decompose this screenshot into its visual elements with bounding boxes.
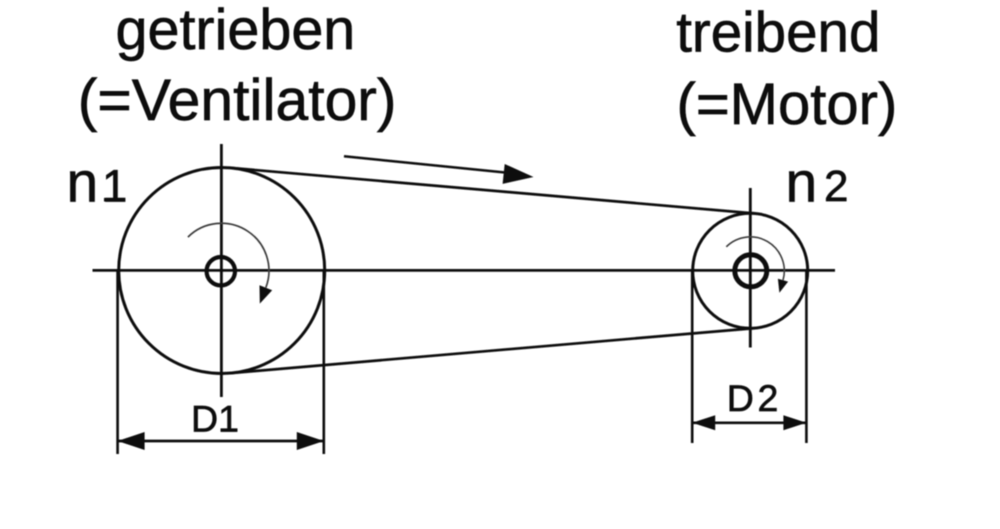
svg-text:n: n (786, 150, 818, 214)
svg-text:D: D (727, 377, 754, 419)
svg-text:D1: D1 (191, 398, 239, 440)
svg-text:2: 2 (824, 162, 848, 211)
svg-text:(=Ventilator): (=Ventilator) (78, 68, 397, 133)
svg-text:n: n (67, 151, 99, 215)
svg-text:treibend: treibend (676, 1, 880, 64)
svg-text:2: 2 (758, 377, 779, 419)
svg-text:(=Motor): (=Motor) (677, 72, 898, 137)
svg-text:getrieben: getrieben (116, 0, 356, 62)
svg-text:1: 1 (102, 161, 127, 212)
